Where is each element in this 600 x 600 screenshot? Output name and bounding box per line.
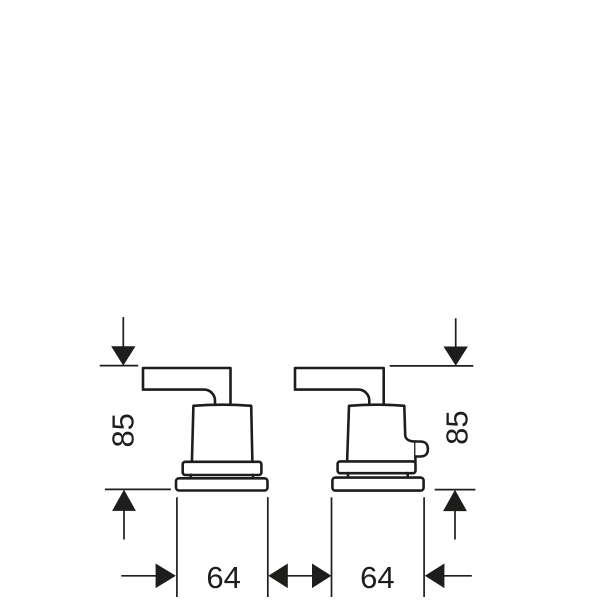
dimension-height-left: 85 (99, 317, 171, 540)
arrow-down-icon (111, 346, 136, 366)
valve-right-base-plate (331, 476, 425, 492)
valve-right-body (345, 403, 417, 464)
valve-right-side-knob (414, 440, 430, 458)
valve-left-escutcheon (181, 460, 263, 477)
valve-right (293, 366, 430, 492)
dim-label-width-right: 64 (360, 560, 394, 595)
arrow-up-icon (112, 489, 136, 511)
valve-right-escutcheon (336, 460, 417, 475)
valve-left (141, 366, 269, 492)
arrow-right-icon (312, 563, 332, 589)
arrow-down-icon (443, 346, 468, 366)
dim-label-height-right: 85 (439, 410, 474, 444)
valve-left-base-plate (174, 476, 269, 492)
dimension-widths: 64 64 (121, 497, 472, 597)
valve-left-lever-handle (141, 366, 232, 408)
dim-label-width-left: 64 (206, 560, 240, 595)
valve-left-body (190, 403, 254, 464)
valve-right-lever-handle (293, 366, 385, 408)
arrow-right-icon (155, 563, 176, 589)
arrow-left-icon (424, 563, 445, 589)
dimension-height-right: 85 (389, 318, 476, 540)
dim-label-height-left: 85 (106, 413, 141, 447)
arrow-left-icon (268, 563, 288, 589)
arrow-up-icon (443, 489, 467, 512)
